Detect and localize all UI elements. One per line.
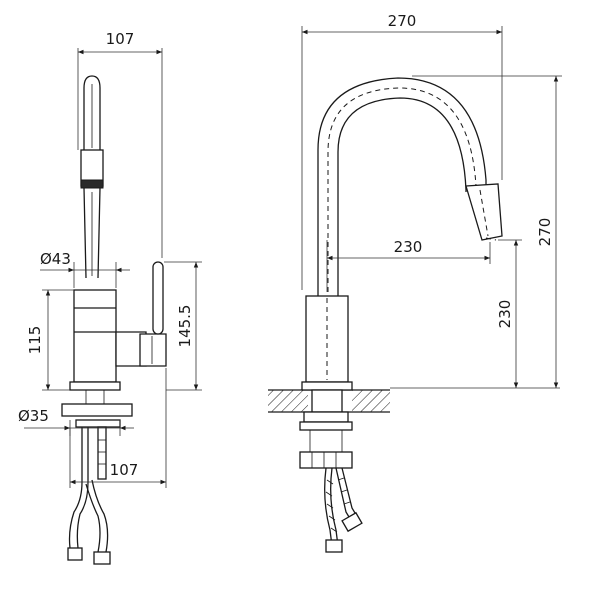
front-hose-nut-left [325, 539, 343, 553]
front-mount [299, 389, 353, 469]
dim-handle-height: 145.5 [164, 261, 202, 391]
side-body [73, 289, 167, 383]
front-spout [317, 77, 487, 298]
side-base [61, 381, 133, 428]
dim-body-height: 115 [26, 289, 74, 391]
dim-body-diameter: Ø43 [40, 250, 130, 288]
dim-width-bottom: 107 [69, 368, 167, 488]
dim-spout-reach: 270 [301, 12, 503, 290]
side-spray-head [80, 149, 104, 189]
dim-handle-height-label: 145.5 [176, 305, 194, 348]
dim-base-diameter-label: Ø35 [18, 407, 49, 425]
side-lever [152, 261, 164, 335]
front-hoses [324, 467, 363, 553]
dim-width-top: 107 [77, 30, 163, 258]
front-hose-nut-right [341, 511, 363, 533]
side-spout [83, 75, 101, 279]
dim-outlet-height-label: 230 [496, 300, 514, 329]
front-view: 270 230 270 230 [268, 12, 562, 553]
side-view: 107 Ø43 115 145.5 Ø35 [18, 30, 202, 565]
dim-body-diameter-label: Ø43 [40, 250, 71, 268]
dim-width-top-label: 107 [106, 30, 135, 48]
hose-nut-right [93, 551, 111, 565]
dim-spout-height: 270 [412, 75, 562, 388]
front-body [301, 295, 353, 391]
dim-outlet-reach: 230 [326, 238, 491, 292]
dim-spout-reach-label: 270 [388, 12, 417, 30]
hose-nut-left [67, 547, 83, 561]
dim-outlet-reach-label: 230 [394, 238, 423, 256]
dim-spout-height-label: 270 [536, 218, 554, 247]
dim-width-bottom-label: 107 [110, 461, 139, 479]
front-spray-head [465, 183, 503, 241]
dim-body-height-label: 115 [26, 326, 44, 355]
dim-outlet-height: 230 [496, 239, 522, 388]
side-hoses [67, 426, 111, 565]
